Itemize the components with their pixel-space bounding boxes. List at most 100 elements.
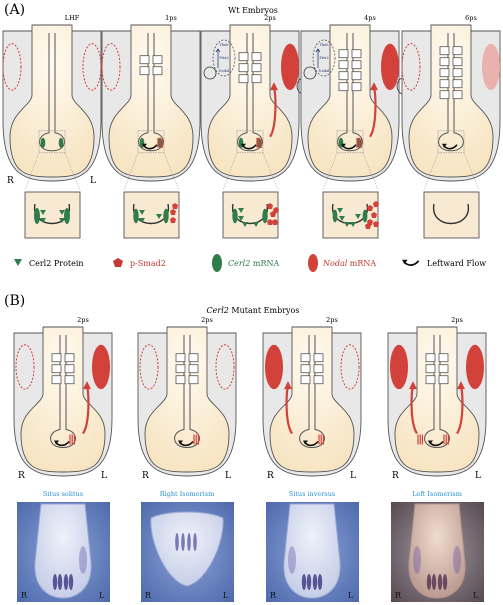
somite xyxy=(352,83,361,91)
cerl2-mrna-domain xyxy=(41,138,46,148)
stage-label: 6ps xyxy=(465,14,477,22)
photo-side-left: L xyxy=(223,591,229,600)
node-stain xyxy=(313,574,317,590)
inset-label-top: Tbx6 xyxy=(319,43,329,47)
side-label-right: R xyxy=(267,471,274,481)
somite xyxy=(426,354,435,362)
somite xyxy=(52,376,61,384)
nodal-lpm-expression xyxy=(390,345,408,389)
somite xyxy=(440,47,449,55)
somite xyxy=(153,56,162,64)
photo-side-left: L xyxy=(473,591,479,600)
somite xyxy=(301,365,310,373)
somite xyxy=(153,67,162,75)
somite xyxy=(453,91,462,99)
somite xyxy=(239,53,248,61)
wt-embryo-6ps: 6ps xyxy=(402,14,500,181)
nodal-lpm-expression xyxy=(265,345,283,389)
legend-p-smad2: p-Smad2 xyxy=(130,259,166,268)
somite xyxy=(252,75,261,83)
nodal-lpm-expression xyxy=(92,345,110,389)
legend: Cerl2 Protein p-Smad2 Cerl2 mRNA Nodal m… xyxy=(14,254,486,272)
zoom-frame xyxy=(25,192,80,238)
stage-label: 2ps xyxy=(451,316,463,324)
wt-embryo-2ps: 2ps xyxy=(201,14,299,181)
phenotype-label: Right Isomerism xyxy=(160,490,215,498)
somite xyxy=(426,376,435,384)
somite-stain xyxy=(187,533,191,551)
somite xyxy=(52,365,61,373)
somite xyxy=(189,365,198,373)
somite xyxy=(140,67,149,75)
legend-cerl2-protein: Cerl2 Protein xyxy=(29,259,84,268)
node-stain xyxy=(58,574,62,590)
panel-b-title-rest: Mutant Embryos xyxy=(229,306,300,315)
somite xyxy=(239,64,248,72)
side-label-right: R xyxy=(18,471,25,481)
lpm-stain xyxy=(413,546,421,574)
nodal-lpm-expression xyxy=(281,44,299,91)
node-zoom-inset xyxy=(124,192,179,238)
somite xyxy=(252,53,261,61)
phenotype-photo: RL xyxy=(266,502,359,602)
stage-label: 4ps xyxy=(364,14,376,22)
somite xyxy=(65,354,74,362)
inset-label-mid: Pitx2 xyxy=(219,56,228,60)
panel-b-title: Cerl2 Mutant Embryos xyxy=(207,306,300,315)
inset-label-bottom: Nodal xyxy=(319,69,331,73)
somite xyxy=(239,75,248,83)
somite xyxy=(176,354,185,362)
cerl2-mrna-domain xyxy=(163,209,168,223)
somite xyxy=(453,69,462,77)
legend-cerl2-mrna: Cerl2 mRNA xyxy=(228,259,279,268)
panel-b-label: (B) xyxy=(4,293,25,309)
inset-label-mid: Pitx2 xyxy=(319,56,328,60)
stage-label: 2ps xyxy=(326,316,338,324)
side-label-right: R xyxy=(7,176,14,186)
photo-side-right: R xyxy=(21,591,28,600)
side-label-right: R xyxy=(392,471,399,481)
panel-a-label: (A) xyxy=(4,2,25,18)
somite xyxy=(314,354,323,362)
cerl2-mrna-domain xyxy=(333,210,338,223)
panel-b-title-gene: Cerl2 xyxy=(207,306,229,315)
inset-label-bottom: Nodal xyxy=(219,69,231,73)
somite xyxy=(352,50,361,58)
node-stain xyxy=(69,574,73,590)
stage-label: 2ps xyxy=(264,14,276,22)
phenotype-label: Left Isomerism xyxy=(412,490,462,498)
somite xyxy=(439,365,448,373)
photo-side-left: L xyxy=(99,591,105,600)
photo-side-right: R xyxy=(270,591,277,600)
mutant-embryo-3: 2psRL xyxy=(263,316,361,481)
lpm-stain xyxy=(288,546,296,574)
phenotype-photo: RL xyxy=(391,502,484,602)
node-zoom-inset xyxy=(223,192,279,238)
node-stain xyxy=(438,574,442,590)
somite xyxy=(339,50,348,58)
phenotype-label: Situs inversus xyxy=(289,490,335,498)
wt-zoom-row xyxy=(25,192,479,238)
somite xyxy=(189,376,198,384)
stage-label: 1ps xyxy=(165,14,177,22)
lpm-stain xyxy=(453,546,461,574)
nodal-lpm-expression xyxy=(466,345,484,389)
somite xyxy=(453,47,462,55)
somite-stain xyxy=(193,533,197,551)
somite xyxy=(352,72,361,80)
p-smad2-icon xyxy=(113,258,123,267)
somite xyxy=(52,354,61,362)
somite xyxy=(176,365,185,373)
somite xyxy=(65,365,74,373)
phenotype-photo: RL xyxy=(141,502,234,602)
somite xyxy=(440,80,449,88)
somite xyxy=(339,61,348,69)
somite xyxy=(314,365,323,373)
cerl2-mrna-domain xyxy=(34,208,40,224)
cerl2-mrna-domain xyxy=(133,209,138,223)
nodal-mrna-icon xyxy=(308,254,318,272)
